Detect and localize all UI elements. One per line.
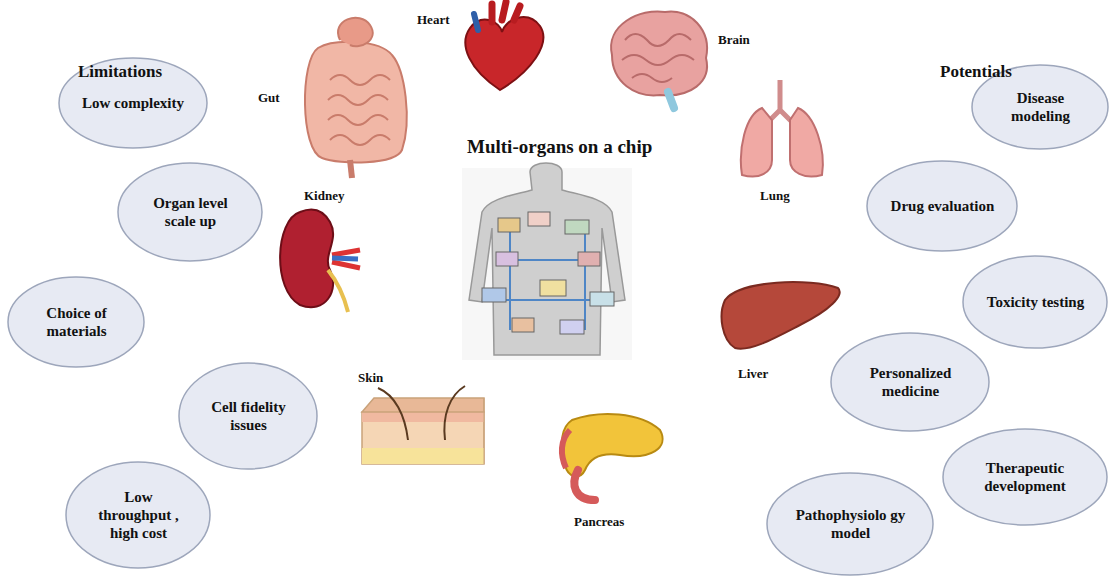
node-label: Cell fidelity issues (198, 398, 299, 434)
ellipse-node: Organ level scale up (117, 162, 263, 262)
pancreas-illustration (562, 414, 663, 500)
organ-label: Gut (258, 90, 280, 106)
organ-label: Brain (718, 32, 750, 48)
ellipse-node: Cell fidelity issues (178, 362, 318, 470)
organ-label: Skin (358, 370, 383, 386)
organ-label: Heart (417, 12, 449, 28)
ellipse-shape (942, 428, 1108, 526)
ellipse-node: Pathophysiolo gy model (766, 472, 934, 576)
node-text-holder: Organ level scale up (138, 194, 243, 230)
column-heading: Limitations (78, 62, 162, 82)
kidney-illustration (280, 210, 360, 312)
column-heading: Potentials (940, 62, 1012, 82)
brain-illustration (611, 11, 707, 108)
node-text-holder: Toxicity testing (983, 293, 1088, 311)
ellipse-shape (117, 162, 263, 262)
ellipse-node: Toxicity testing (962, 255, 1108, 349)
skin-illustration (362, 386, 484, 464)
lung-illustration (741, 80, 823, 177)
ellipse-node: Drug evaluation (866, 160, 1018, 252)
ellipse-shape (830, 332, 990, 432)
node-text-holder: Low complexity (79, 94, 187, 112)
node-label: Disease modeling (991, 89, 1090, 125)
node-text-holder: Therapeutic development (965, 459, 1085, 495)
ellipse-shape (178, 362, 318, 470)
node-label: Pathophysiolo gy model (790, 506, 911, 542)
body-chip-illustration (462, 163, 632, 360)
ellipse-node: Therapeutic development (942, 428, 1108, 526)
organ-label: Liver (738, 366, 768, 382)
node-label: Therapeutic development (965, 459, 1085, 495)
ellipse-node: Choice of materials (7, 276, 145, 368)
organ-label: Kidney (304, 188, 344, 204)
node-text-holder: Drug evaluation (888, 197, 997, 215)
node-label: Low complexity (79, 94, 187, 112)
node-text-holder: Cell fidelity issues (198, 398, 299, 434)
organ-label: Pancreas (574, 514, 624, 530)
node-text-holder: Pathophysiolo gy model (790, 506, 911, 542)
node-label: Choice of materials (27, 304, 126, 340)
liver-illustration (722, 282, 840, 349)
node-text-holder: Low throughput , high cost (86, 488, 191, 542)
node-text-holder: Disease modeling (991, 89, 1090, 125)
node-label: Organ level scale up (138, 194, 243, 230)
node-label: Drug evaluation (888, 197, 997, 215)
ellipse-shape (7, 276, 145, 368)
node-label: Toxicity testing (983, 293, 1088, 311)
node-text-holder: Choice of materials (27, 304, 126, 340)
diagram-title: Multi-organs on a chip (467, 136, 652, 158)
gut-illustration (305, 18, 407, 178)
ellipse-node: Low throughput , high cost (65, 461, 211, 569)
node-text-holder: Personalized medicine (853, 364, 968, 400)
node-label: Low throughput , high cost (86, 488, 191, 542)
ellipse-node: Personalized medicine (830, 332, 990, 432)
organ-label: Lung (760, 188, 790, 204)
ellipse-shape (766, 472, 934, 576)
node-label: Personalized medicine (853, 364, 968, 400)
heart-illustration (465, 2, 543, 90)
